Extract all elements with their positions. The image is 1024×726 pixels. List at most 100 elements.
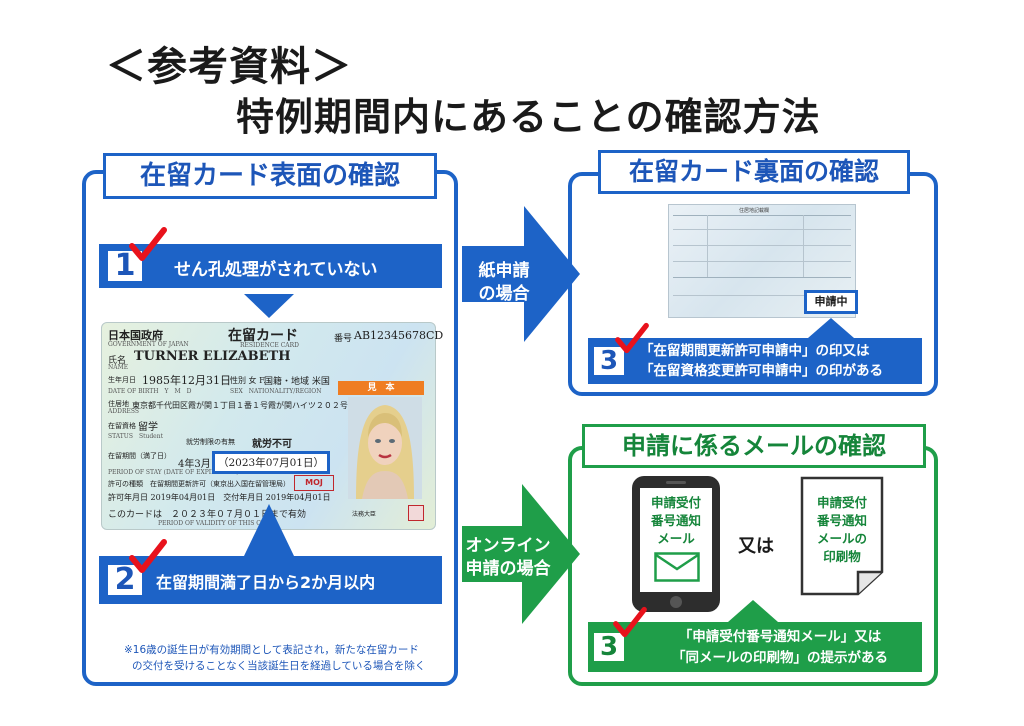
phone-text-line: メール [657, 531, 695, 546]
card-period-label: 在留期間（満了日） [108, 452, 171, 460]
card-back-line [673, 215, 851, 216]
card-address-label: 住居地 [108, 400, 129, 408]
document-text-line: 番号通知 [816, 513, 867, 528]
online-arrow [462, 484, 580, 624]
card-expiry-highlight: （2023年07月01日） [212, 451, 330, 474]
card-name: TURNER ELIZABETH [134, 349, 291, 364]
envelope-icon [654, 552, 700, 582]
card-number: AB12345678CD [354, 329, 444, 342]
checkmark-icon [615, 322, 649, 354]
paper-arrow [462, 206, 580, 342]
card-nationality: 国籍・地域 米国 [264, 377, 330, 387]
paper-arrow-line: の場合 [478, 283, 530, 304]
phone-text-line: 番号通知 [650, 513, 701, 528]
page-title: 特例期間内にあることの確認方法 [236, 95, 821, 139]
phone-text: 申請受付 番号通知 メール [640, 494, 712, 548]
online-arrow-line: 申請の場合 [465, 558, 551, 579]
card-work-label: 就労制限の有無 [186, 438, 235, 446]
portrait-photo [348, 397, 422, 499]
checkmark-icon [129, 227, 167, 261]
card-status: 留学 [138, 422, 158, 433]
document-text-line: メールの [816, 531, 867, 546]
check3-online-line: 「申請受付番号通知メール」又は [678, 629, 882, 645]
check2-bar [99, 556, 442, 604]
or-label: 又は [738, 536, 774, 557]
card-back-line [707, 215, 708, 277]
card-permit-date: 許可年月日 2019年04月01日 交付年月日 2019年04月01日 [108, 493, 331, 502]
card-address-en: ADDRESS [108, 408, 139, 415]
check3-online-bar [588, 622, 922, 672]
pending-stamp: 申請中 [804, 290, 858, 314]
check3-online-text: 「申請受付番号通知メール」又は 「同メールの印刷物」の提示がある [646, 627, 914, 669]
card-back-line [673, 229, 851, 230]
card-work: 就労不可 [252, 439, 292, 450]
card-dob-label: 生年月日 [108, 376, 136, 384]
up-arrow-icon [244, 504, 294, 556]
paper-arrow-line: 紙申請 [478, 261, 530, 281]
phone-home-button [670, 596, 682, 608]
down-arrow-icon [244, 294, 294, 318]
phone-text-line: 申請受付 [650, 495, 701, 510]
card-issuer: 法務大臣 [352, 511, 377, 518]
checkmark-icon [613, 606, 647, 638]
card-permit-type: 許可の種類 在留期間更新許可（東京出入国在留管理局） [108, 480, 290, 488]
check1-text: せん孔処理がされていない [174, 260, 378, 280]
card-dob-en: DATE OF BIRTH Y M D [108, 388, 192, 395]
document-text-line: 印刷物 [823, 549, 861, 564]
document-text: 申請受付 番号通知 メールの 印刷物 [806, 494, 878, 566]
left-panel-title: 在留カード表面の確認 [103, 153, 437, 199]
residence-card-front: 日本国政府 GOVERNMENT OF JAPAN 在留カード RESIDENC… [101, 322, 443, 530]
card-back-line [673, 277, 851, 278]
document-icon [800, 476, 884, 596]
card-valid-en: PERIOD OF VALIDITY OF THIS CARD [158, 520, 275, 527]
check3-paper-text: 「在留期間更新許可申請中」の印又は 「在留資格変更許可申請中」の印がある [640, 341, 883, 381]
card-title-en: RESIDENCE CARD [240, 342, 299, 349]
card-number-label: 番号 [334, 334, 353, 344]
document-text-line: 申請受付 [816, 495, 867, 510]
card-status-label: 在留資格 [108, 422, 136, 430]
check3-paper-number: 3 [594, 347, 624, 375]
card-name-en-label: NAME [108, 364, 129, 371]
card-country-en: GOVERNMENT OF JAPAN [108, 341, 189, 348]
up-arrow-icon [808, 318, 854, 338]
check3-paper-line: 「在留期間更新許可申請中」の印又は [640, 343, 870, 359]
check2-text: 在留期間満了日から2か月以内 [156, 573, 376, 592]
card-back-line [673, 245, 851, 246]
card-back-panel-title: 在留カード裏面の確認 [598, 150, 910, 194]
check2-number: 2 [108, 565, 142, 595]
card-back-line [673, 295, 851, 296]
up-arrow-icon [728, 600, 778, 622]
reference-label: ＜参考資料＞ [106, 44, 352, 90]
card-period: 4年3月 [178, 459, 211, 470]
footnote-line: の交付を受けることなく当該誕生日を経過している場合を除く [132, 660, 426, 673]
card-back-header: 住居地記載欄 [739, 208, 770, 214]
footnote-line: ※16歳の誕生日が有効期間として表記され，新たな在留カード [124, 644, 419, 656]
paper-arrow-label: 紙申請 の場合 [462, 260, 546, 306]
checkmark-icon [129, 539, 167, 573]
card-nationality-en: SEX NATIONALITY/REGION [230, 388, 322, 395]
card-title: 在留カード [228, 328, 298, 344]
card-back-line [673, 261, 851, 262]
check3-paper-bar [588, 338, 922, 384]
card-sex: 性別 女 F. [230, 376, 266, 385]
check3-paper-line: 「在留資格変更許可申請中」の印がある [640, 363, 883, 379]
residence-card-back: 住居地記載欄 [668, 204, 856, 318]
card-dob: 1985年12月31日 [142, 374, 231, 387]
email-panel-title: 申請に係るメールの確認 [582, 424, 926, 468]
card-address: 東京都千代田区霞が関１丁目１番１号霞が関ハイツ２０２号 [132, 401, 348, 410]
card-period-en: PERIOD OF STAY (DATE OF EXPIRATION) [108, 469, 239, 476]
card-back-line [803, 215, 804, 277]
phone-speaker [666, 481, 686, 484]
card-valid: このカードは ２０２３年０７月０１日まで有効 [108, 510, 307, 520]
card-status-en: STATUS Student [108, 433, 164, 440]
online-arrow-line: オンライン [465, 536, 551, 556]
card-country: 日本国政府 [108, 329, 163, 342]
check3-online-number: 3 [594, 633, 624, 661]
check1-number: 1 [108, 251, 142, 281]
issuer-seal [408, 505, 424, 521]
online-arrow-label: オンライン 申請の場合 [458, 535, 558, 581]
moj-logo: MOJ [294, 475, 334, 491]
footnote: ※16歳の誕生日が有効期間として表記され，新たな在留カード の交付を受けることな… [124, 642, 444, 675]
card-name-label: 氏名 [108, 356, 127, 366]
mihon-badge: 見 本 [338, 381, 424, 395]
